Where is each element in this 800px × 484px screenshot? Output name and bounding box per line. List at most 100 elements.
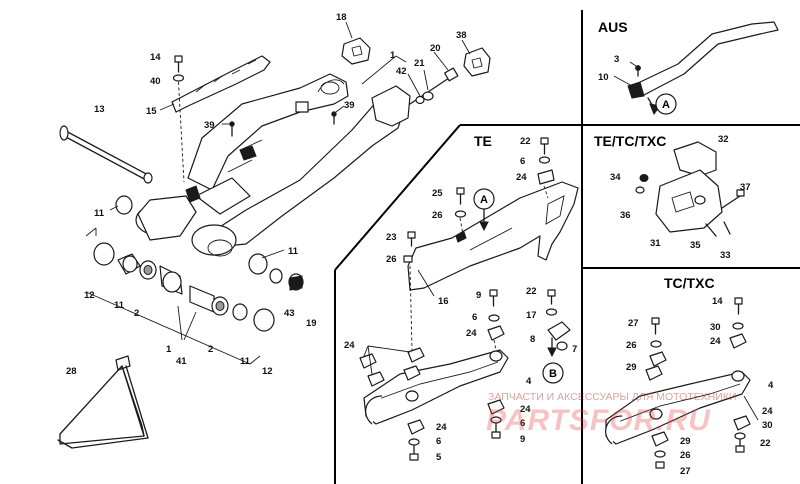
callout-1: 1 (390, 50, 396, 61)
callout-12: 12 (262, 366, 273, 377)
callout-11: 11 (94, 208, 105, 219)
te-chain-guide-16 (407, 181, 579, 291)
te-chain-slider-4 (359, 289, 509, 425)
callout-9: 9 (476, 290, 481, 301)
swingarm-body (135, 73, 411, 257)
callout-17: 17 (526, 310, 537, 321)
callout-12: 12 (84, 290, 95, 301)
bearing-stack (93, 195, 304, 332)
callout-41: 41 (176, 356, 187, 367)
callout-39: 39 (204, 120, 215, 131)
callout-3: 3 (614, 54, 619, 65)
section-title-tc-txc: TC/TXC (664, 275, 715, 291)
callout-14: 14 (150, 52, 161, 63)
watermark-brand-logo: PARTSFOR.RU (486, 404, 711, 437)
callout-4: 4 (768, 380, 774, 391)
callout-39: 39 (344, 100, 355, 111)
callout-33: 33 (720, 250, 731, 261)
callout-31: 31 (650, 238, 661, 249)
ref-a-label: A (662, 99, 670, 111)
callout-40: 40 (150, 76, 161, 87)
callout-24: 24 (762, 406, 773, 417)
callout-23: 23 (386, 232, 397, 243)
callout-36: 36 (620, 210, 631, 221)
callout-6: 6 (520, 156, 525, 167)
rivet-39-b (331, 111, 337, 125)
callout-15: 15 (146, 106, 157, 117)
callout-26: 26 (680, 450, 691, 461)
aus-chain-guide (627, 21, 779, 116)
callout-1: 1 (166, 344, 172, 355)
callout-26: 26 (626, 340, 637, 351)
callout-10: 10 (598, 72, 609, 83)
te-small-bolts (403, 137, 555, 351)
callout-32: 32 (718, 134, 729, 145)
bearing-group-bracket (85, 227, 261, 365)
callout-35: 35 (690, 240, 701, 251)
callout-6: 6 (520, 418, 525, 429)
te-bracket-8 (545, 289, 571, 358)
callout-21: 21 (414, 58, 425, 69)
callout-30: 30 (762, 420, 773, 431)
callout-14: 14 (712, 296, 723, 307)
callout-9: 9 (520, 434, 525, 445)
reference-b-te: B (542, 362, 564, 384)
callout-19: 19 (306, 318, 317, 329)
callout-5: 5 (436, 452, 442, 463)
rear-stand-28 (57, 355, 149, 449)
callout-29: 29 (680, 436, 691, 447)
adjuster-block-18 (341, 37, 371, 65)
callout-24: 24 (710, 336, 721, 347)
callout-13: 13 (94, 104, 105, 115)
callout-22: 22 (760, 438, 771, 449)
callout-4: 4 (526, 376, 532, 387)
watermark: ЗАПЧАСТИ И АКСЕССУАРЫ ДЛЯ МОТОТЕХНИКИ PA… (486, 391, 736, 437)
callout-8: 8 (530, 334, 535, 345)
leader-lines (109, 21, 759, 421)
callout-25: 25 (432, 188, 443, 199)
callout-24: 24 (344, 340, 355, 351)
callout-37: 37 (740, 182, 751, 193)
callout-22: 22 (520, 136, 531, 147)
tc-chain-slider-4 (605, 297, 751, 469)
callout-30: 30 (710, 322, 721, 333)
ref-b-label: B (549, 368, 557, 380)
callout-27: 27 (680, 466, 691, 477)
callout-20: 20 (430, 43, 441, 54)
pivot-shaft-13 (59, 125, 153, 184)
section-title-te: TE (474, 133, 492, 149)
callout-11: 11 (288, 246, 299, 257)
adjuster-block-38 (463, 47, 491, 77)
callout-24: 24 (436, 422, 447, 433)
callout-28: 28 (66, 366, 77, 377)
callout-42: 42 (396, 66, 407, 77)
callout-7: 7 (572, 344, 577, 355)
adjuster-bolt-20 (409, 67, 459, 105)
callout-11: 11 (114, 300, 125, 311)
reference-a-te: A (473, 188, 495, 232)
callout-numbers: 18 1 20 38 14 40 42 21 15 39 39 13 11 11… (66, 12, 774, 477)
callout-6: 6 (472, 312, 477, 323)
section-dividers (334, 10, 800, 484)
callout-26: 26 (432, 210, 443, 221)
te-lower-bolts (407, 399, 505, 461)
rear-mount-31-32 (635, 141, 745, 237)
callout-24: 24 (466, 328, 477, 339)
callout-22: 22 (526, 286, 537, 297)
callout-43: 43 (284, 308, 295, 319)
watermark-shop-text: ЗАПЧАСТИ И АКСЕССУАРЫ ДЛЯ МОТОТЕХНИКИ (488, 391, 736, 403)
callout-27: 27 (628, 318, 639, 329)
ref-a-label: A (480, 194, 488, 206)
callout-38: 38 (456, 30, 467, 41)
callout-16: 16 (438, 296, 449, 307)
reference-a-aus: A (655, 93, 677, 115)
bolt-14-washer-40 (172, 55, 185, 183)
callout-24: 24 (520, 404, 531, 415)
callout-26: 26 (386, 254, 397, 265)
callout-18: 18 (336, 12, 347, 23)
callout-11: 11 (240, 356, 251, 367)
callout-24: 24 (516, 172, 527, 183)
callout-34: 34 (610, 172, 621, 183)
callout-29: 29 (626, 362, 637, 373)
